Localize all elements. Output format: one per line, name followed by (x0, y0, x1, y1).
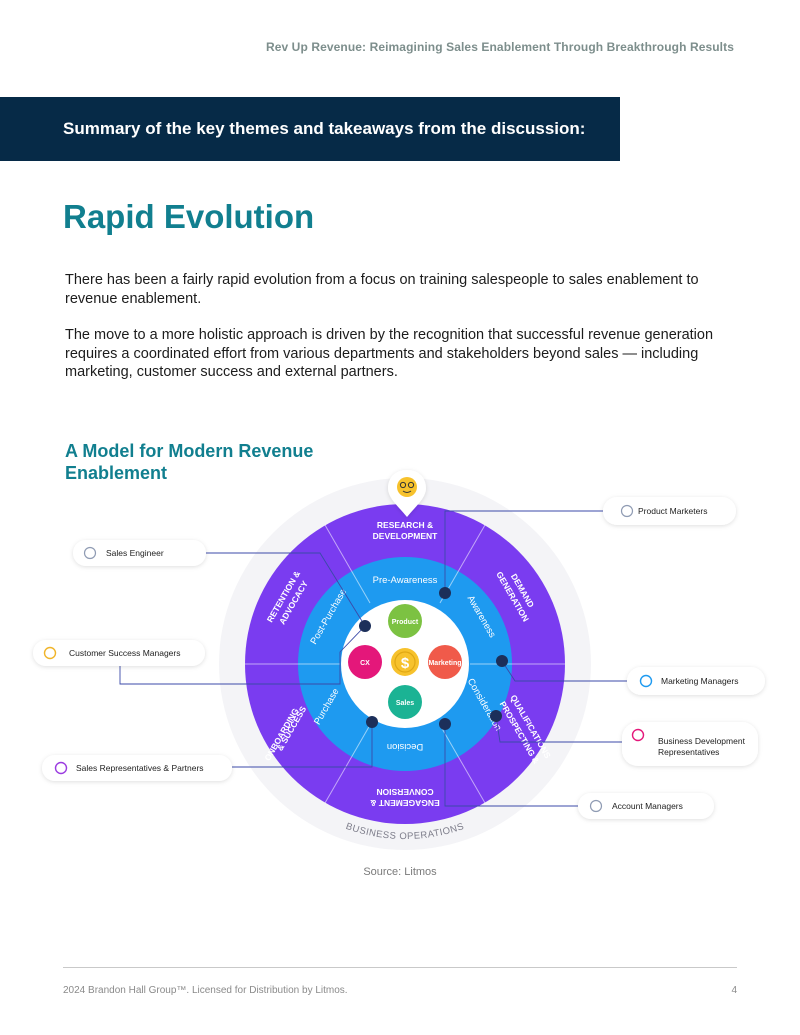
sales-circle (388, 685, 422, 719)
banner-text: Summary of the key themes and takeaways … (63, 119, 586, 138)
role-card-customer-success-managers: Customer Success Managers (33, 640, 205, 666)
role-card-product-marketers: Product Marketers (603, 497, 736, 525)
core-marketing-label: Marketing (428, 660, 461, 667)
person-gear-icon (589, 799, 603, 813)
role-product-marketers: Product Marketers (638, 506, 707, 516)
role-connectors (119, 510, 627, 807)
currency-icon-inner (394, 651, 416, 673)
role-card-sales-engineer: Sales Engineer (73, 540, 206, 566)
paragraph-2: The move to a more holistic approach is … (65, 327, 714, 381)
person-gear-icon (639, 674, 653, 688)
section-title: A Model for Modern Revenue Enablement (65, 441, 314, 483)
product-circle (388, 604, 422, 638)
research-pin-icon (388, 470, 426, 517)
paragraph-1: There has been a fairly rapid evolution … (65, 272, 699, 307)
running-header: Rev Up Revenue: Reimagining Sales Enable… (265, 40, 734, 54)
summary-banner: Summary of the key themes and takeaways … (0, 97, 620, 161)
segment-engagement-line2: CONVERSION (376, 787, 433, 797)
stage-decision: Decision (387, 741, 423, 752)
person-gear-icon (83, 546, 97, 560)
currency-symbol: $ (401, 655, 410, 672)
person-gear-icon (620, 504, 634, 518)
role-account-managers: Account Managers (612, 801, 683, 811)
source-caption: Source: Litmos (363, 866, 437, 878)
person-gear-icon (54, 761, 68, 775)
body-text: There has been a fairly rapid evolution … (65, 271, 745, 400)
footer-divider (63, 967, 737, 968)
role-card-marketing-managers: Marketing Managers (627, 667, 765, 695)
role-card-account-managers: Account Managers (578, 793, 714, 819)
role-sales-engineer: Sales Engineer (106, 548, 164, 558)
segment-research-line1: RESEARCH & (377, 520, 433, 530)
role-bdr-line1: Business Development (658, 736, 746, 746)
person-gear-icon (43, 646, 57, 660)
marketing-circle (428, 645, 462, 679)
role-marketing-managers: Marketing Managers (661, 676, 738, 686)
page-number: 4 (731, 985, 737, 996)
role-bdr-line2: Representatives (658, 747, 719, 757)
connector-dots (359, 587, 508, 730)
segment-engagement-line1: ENGAGEMENT & (370, 798, 439, 808)
footer-copyright: 2024 Brandon Hall Group™. Licensed for D… (63, 985, 348, 996)
person-gear-icon (631, 728, 645, 742)
role-sales-reps-partners: Sales Representatives & Partners (76, 763, 204, 773)
role-card-sales-reps-partners: Sales Representatives & Partners (42, 755, 232, 781)
segment-research-line2: DEVELOPMENT (373, 531, 439, 541)
page-title: Rapid Evolution (63, 198, 315, 235)
core-sales-label: Sales (396, 700, 414, 707)
stage-pre-awareness: Pre-Awareness (373, 575, 438, 586)
role-card-bdr: Business Development Representatives (622, 722, 758, 766)
cx-circle (348, 645, 382, 679)
core-product-label: Product (392, 619, 419, 626)
role-customer-success-managers: Customer Success Managers (69, 648, 181, 658)
core-cx-label: CX (360, 660, 370, 667)
